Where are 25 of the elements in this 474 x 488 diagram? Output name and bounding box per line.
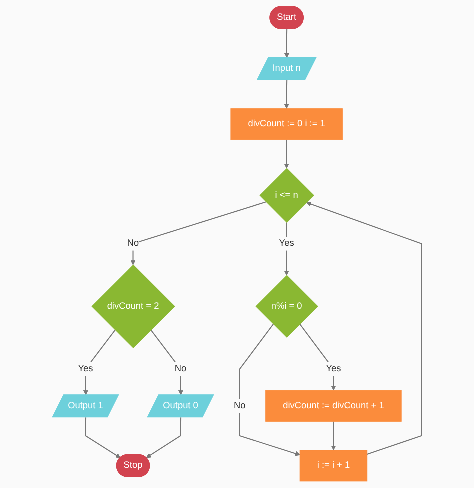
arrow — [284, 222, 290, 276]
arrow — [83, 330, 116, 396]
arrow — [300, 324, 336, 391]
arrow — [284, 140, 290, 169]
arrow — [130, 202, 266, 266]
node-diamond: i <= n — [260, 168, 314, 224]
arrow — [284, 80, 290, 110]
node-box: divCount := divCount + 1 — [265, 390, 402, 422]
arrow — [150, 330, 184, 396]
edge-label: Yes — [326, 364, 342, 374]
arrow — [239, 324, 300, 456]
edge-label: No — [127, 238, 139, 249]
edge-label: Yes — [279, 238, 294, 249]
node-box: divCount := 0 i := 1 — [230, 108, 343, 140]
edge-label: Yes — [78, 364, 94, 374]
arrow — [284, 29, 290, 58]
arrow — [146, 418, 182, 458]
arrow — [331, 422, 336, 451]
node-diamond: n%i = 0 — [256, 275, 318, 338]
arrow — [85, 418, 121, 458]
edge-label: No — [174, 364, 187, 374]
arrow — [306, 202, 422, 455]
node-box: i := i + 1 — [300, 450, 368, 482]
edge-label: No — [234, 400, 246, 411]
node-diamond: divCount = 2 — [92, 264, 176, 348]
